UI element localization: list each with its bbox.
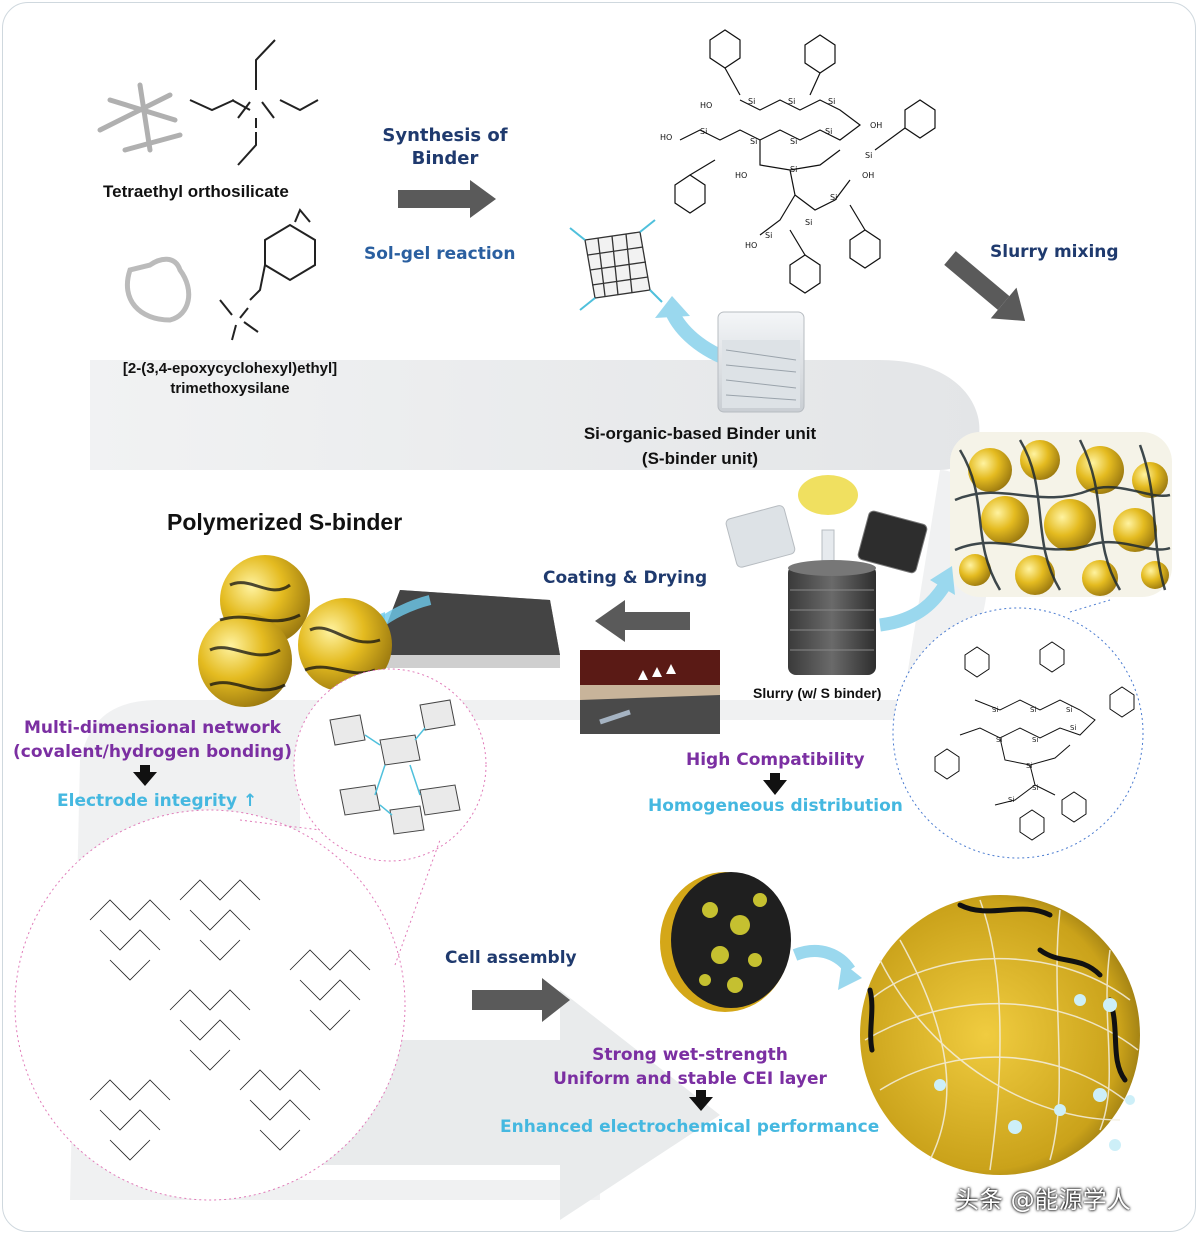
svg-text:HO: HO — [660, 133, 672, 142]
watermark: 头条 @能源学人 — [955, 1186, 1131, 1214]
svg-text:HO: HO — [735, 171, 747, 180]
svg-text:Si: Si — [828, 97, 835, 106]
silane-label-line1: [2-(3,4-epoxycyclohexyl)ethyl] — [122, 360, 338, 377]
solgel-network — [569, 219, 663, 311]
svg-text:Si: Si — [748, 97, 755, 106]
svg-text:Si: Si — [825, 127, 832, 136]
silane-label-line2: trimethoxysilane — [170, 380, 290, 397]
teos-ghost-model — [97, 82, 183, 153]
svg-text:Si: Si — [700, 127, 707, 136]
svg-text:Si: Si — [992, 706, 998, 714]
network-zoom-circle — [293, 668, 487, 862]
slurry-label: Slurry (w/ S binder) — [753, 685, 882, 701]
compatibility-label: High Compatibility — [686, 750, 865, 770]
svg-text:Si: Si — [1032, 784, 1038, 792]
slurry-beaker — [788, 560, 876, 675]
cyan-arrow-2 — [879, 581, 951, 632]
slurry-mixing-label: Slurry mixing — [990, 242, 1119, 262]
homogeneous-label: Homogeneous distribution — [648, 796, 903, 816]
binder-beaker — [717, 311, 805, 413]
svg-text:Si: Si — [765, 231, 772, 240]
drying-device — [580, 650, 720, 734]
svg-text:Si: Si — [996, 736, 1002, 744]
binder-zoom-circle — [892, 607, 1144, 859]
silane-ghost-model — [124, 256, 192, 323]
enhanced-performance-label: Enhanced electrochemical performance — [500, 1117, 880, 1137]
cell-assembly-label: Cell assembly — [445, 948, 577, 968]
teos-label: Tetraethyl orthosilicate — [103, 182, 289, 201]
coating-label: Coating & Drying — [543, 568, 708, 588]
svg-text:Si: Si — [1030, 706, 1036, 714]
slurry-cube — [950, 432, 1172, 597]
svg-text:HO: HO — [745, 241, 757, 250]
svg-text:Si: Si — [865, 151, 872, 160]
binder-unit-line1: Si-organic-based Binder unit — [583, 424, 817, 443]
svg-text:HO: HO — [700, 101, 712, 110]
silane-molecule — [219, 208, 316, 341]
pouring-beakers — [725, 475, 928, 574]
svg-text:Si: Si — [1008, 796, 1014, 804]
polymer-zoom-circle — [14, 809, 406, 1201]
polymerized-spheres — [198, 555, 392, 707]
synthesis-line1: Synthesis of — [382, 125, 508, 146]
network-clusters — [329, 699, 461, 835]
electrode-integrity-label: Electrode integrity ↑ — [57, 791, 258, 811]
down-arrow-3 — [689, 1090, 713, 1111]
arrow-coating — [595, 600, 690, 642]
electrode-disk — [660, 872, 791, 1012]
wet-strength-label: Strong wet-strength — [592, 1045, 788, 1065]
network-line2: (covalent/hydrogen bonding) — [13, 742, 292, 762]
binder-unit-line2: (S-binder unit) — [641, 449, 759, 468]
arrow-slurry-mixing — [944, 251, 1026, 321]
svg-text:OH: OH — [870, 121, 882, 130]
svg-text:Si: Si — [1032, 736, 1038, 744]
polymerized-title: Polymerized S-binder — [167, 509, 403, 535]
arrow-cell-assembly — [472, 978, 570, 1022]
svg-text:Si: Si — [830, 193, 837, 202]
arrow-synthesis — [398, 180, 496, 218]
svg-text:Si: Si — [805, 218, 812, 227]
svg-text:Si: Si — [1026, 762, 1032, 770]
svg-text:Si: Si — [750, 137, 757, 146]
svg-text:Si: Si — [1070, 724, 1076, 732]
polymer-dense-structure — [89, 879, 371, 1161]
network-line1: Multi-dimensional network — [24, 718, 281, 738]
svg-text:Si: Si — [790, 137, 797, 146]
synthesis-line2: Binder — [411, 148, 479, 169]
svg-text:OH: OH — [862, 171, 874, 180]
down-arrow-1 — [133, 765, 157, 786]
teos-molecule — [189, 39, 319, 166]
svg-text:Si: Si — [788, 97, 795, 106]
electrode-sheet — [375, 590, 560, 668]
coated-particle — [860, 895, 1140, 1175]
svg-text:Si: Si — [1066, 706, 1072, 714]
solgel-label: Sol-gel reaction — [364, 244, 516, 264]
down-arrow-2 — [763, 773, 787, 795]
cei-label: Uniform and stable CEI layer — [553, 1069, 827, 1089]
svg-text:Si: Si — [790, 165, 797, 174]
